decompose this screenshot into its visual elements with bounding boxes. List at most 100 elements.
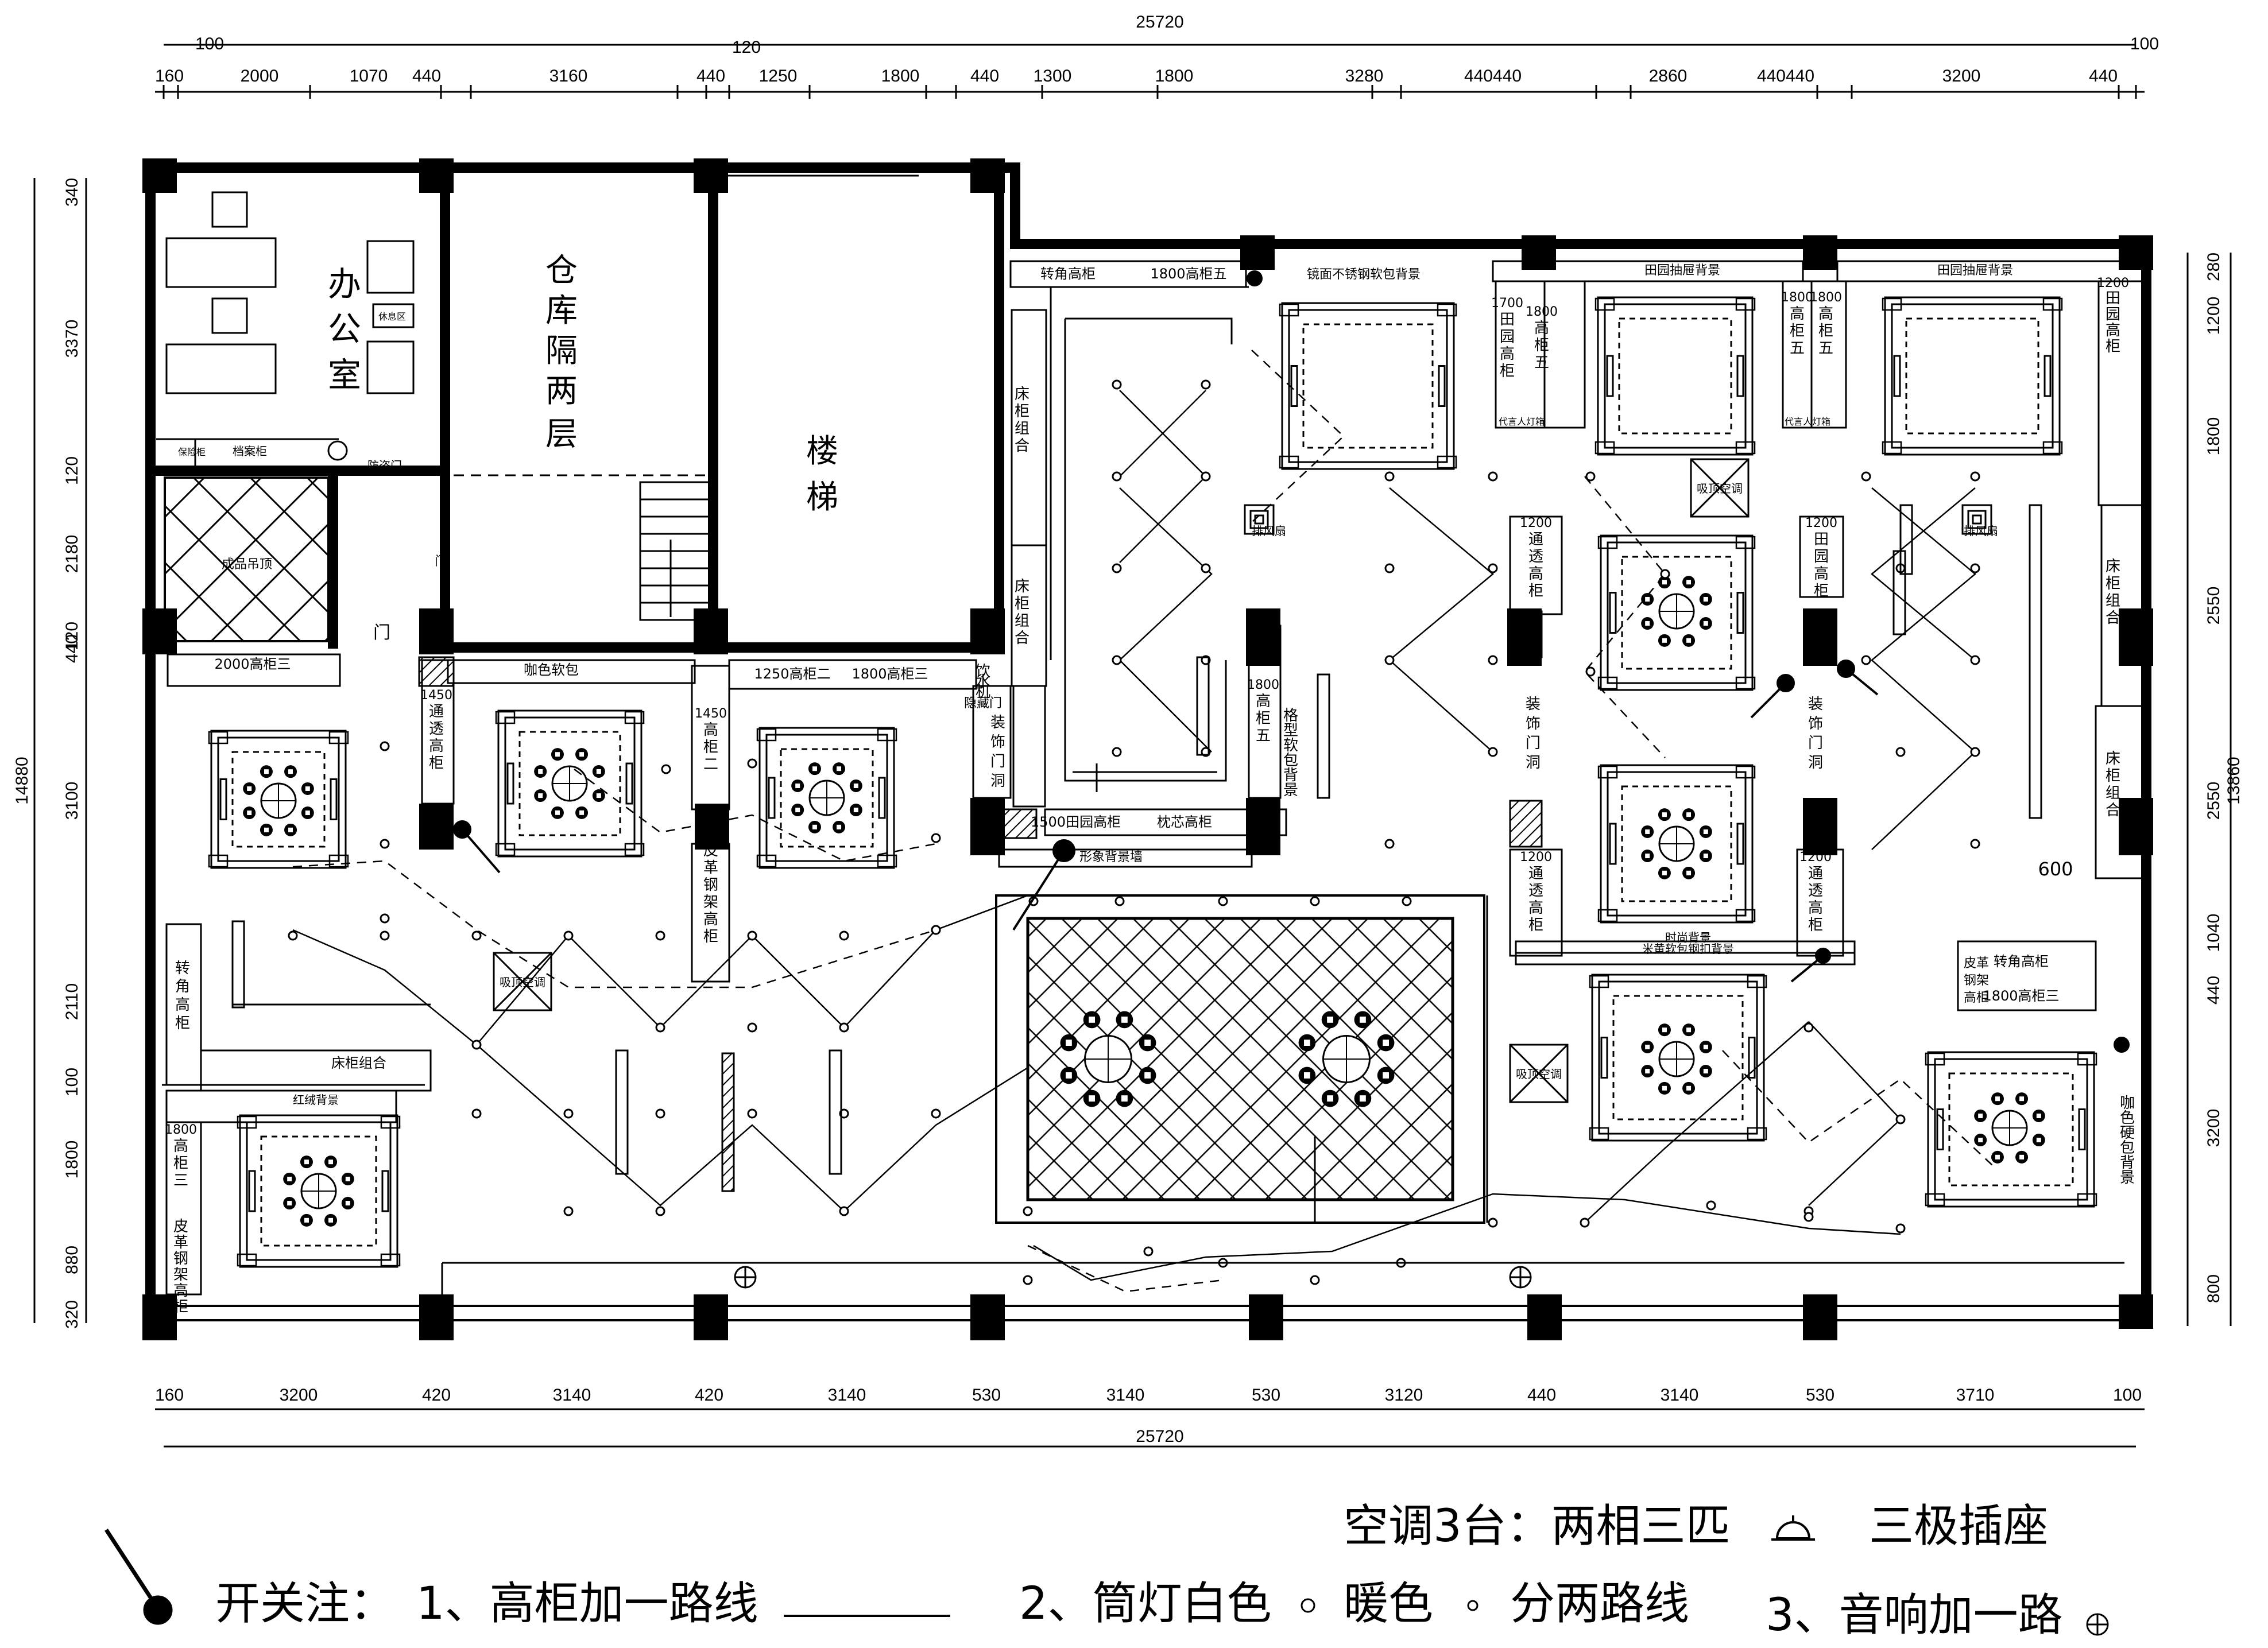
legend-warm: 暖色 bbox=[1344, 1578, 1433, 1630]
top-dim-seg-1: 2000 bbox=[241, 67, 279, 86]
light-fixture-7 bbox=[1974, 1092, 2045, 1164]
spotlight-59 bbox=[1023, 1275, 1033, 1285]
top-dim-seg-13: 2860 bbox=[1649, 67, 1688, 86]
top-dim-seg-16: 440 bbox=[2089, 67, 2118, 86]
light-fixture-3 bbox=[283, 1155, 354, 1227]
display-booth-4 bbox=[1279, 302, 1457, 470]
spotlight-70 bbox=[1803, 1212, 1814, 1222]
vstack-4-2: 柜 bbox=[1818, 323, 1833, 340]
vstack-11-4: 柜 bbox=[1808, 917, 1823, 934]
vstack-6-3: 合 bbox=[1015, 630, 1029, 647]
spotlight-42 bbox=[655, 1022, 665, 1033]
legend-note-2: 2、筒灯白色 bbox=[1019, 1578, 1272, 1630]
vstack-25-4: 背 bbox=[2120, 1154, 2135, 1172]
spotlight-31 bbox=[1895, 1114, 1906, 1124]
bottom-dim-seg-7: 3140 bbox=[1106, 1386, 1145, 1405]
vstack-16-2: 透 bbox=[429, 720, 444, 738]
bottom-dim-seg-6: 530 bbox=[972, 1386, 1001, 1405]
spotlight-69 bbox=[1488, 1217, 1498, 1228]
vstack-25-3: 包 bbox=[2120, 1139, 2135, 1157]
vstack-23-0: 转 bbox=[175, 960, 190, 977]
security-door-label: 防盗门 bbox=[367, 459, 402, 472]
stairs-label-1: 楼 bbox=[806, 433, 838, 470]
spotlight-15 bbox=[1488, 655, 1498, 665]
vstack-9-1: 通 bbox=[1528, 531, 1543, 548]
prog-light-label-2: 代言人灯箱 bbox=[1785, 416, 1830, 427]
vstack-15-0: 装 bbox=[990, 714, 1005, 731]
vstack-10-2: 透 bbox=[1528, 882, 1543, 899]
legend-socket-text: 三极插座 bbox=[1869, 1500, 2048, 1552]
spotlight-43 bbox=[747, 930, 757, 941]
vstack-2-2: 柜 bbox=[1790, 323, 1805, 340]
legend-note-title: 开关注： bbox=[215, 1578, 394, 1630]
red-velvet-label: 红绒背景 bbox=[293, 1093, 339, 1107]
file-cabinet-label: 档案柜 bbox=[233, 444, 267, 458]
warehouse-label-2: 库 bbox=[545, 292, 578, 329]
office-label-3: 室 bbox=[328, 355, 361, 394]
vstack-7-3: 合 bbox=[2106, 610, 2120, 627]
vstack-14-1: 饰 bbox=[1808, 715, 1823, 732]
pillow-tall-label: 枕芯高柜 bbox=[1157, 814, 1212, 830]
spotlight-72 bbox=[1706, 1200, 1716, 1211]
right-dim-seg-4: 2550 bbox=[2204, 782, 2223, 820]
finished-ceiling-panel bbox=[164, 476, 330, 642]
spotlight-44 bbox=[747, 1022, 757, 1033]
vstack-0-2: 园 bbox=[1500, 328, 1515, 346]
vstack-19-4: 高 bbox=[173, 1282, 188, 1300]
vstack-16-0: 1450 bbox=[420, 688, 452, 703]
top-total-dim: 25720 bbox=[1136, 13, 1183, 32]
legend-ac-text: 空调3台：两相三匹 bbox=[1344, 1500, 1731, 1552]
left-segment-dims: 3403370120218044012031002110100180088032… bbox=[63, 178, 82, 1329]
vstack-14-3: 洞 bbox=[1808, 754, 1823, 771]
left-dim-seg-1: 3370 bbox=[63, 320, 82, 358]
legend-white-dot bbox=[1301, 1598, 1315, 1613]
vstack-6-0: 床 bbox=[1015, 578, 1029, 595]
bottom-dim-seg-10: 440 bbox=[1527, 1386, 1556, 1405]
vstack-21-3: 包 bbox=[1283, 752, 1298, 769]
light-fixture-6 bbox=[1641, 1023, 1712, 1095]
legend-switch-icon bbox=[105, 1529, 173, 1625]
vstack-20-1: 高 bbox=[1256, 693, 1271, 710]
vstack-10-4: 柜 bbox=[1528, 917, 1543, 934]
vstack-0-3: 高 bbox=[1500, 346, 1515, 363]
exhaust-fan-label-2: 排风扇 bbox=[1964, 524, 1998, 538]
wiring-dashed bbox=[292, 350, 1993, 1293]
spotlight-4 bbox=[1112, 563, 1122, 573]
vstack-4-1: 高 bbox=[1818, 305, 1833, 323]
spotlight-76 bbox=[931, 925, 941, 935]
vstack-21-4: 背 bbox=[1283, 767, 1298, 784]
light-fixture-9 bbox=[1298, 1011, 1395, 1107]
warehouse-label-1: 仓 bbox=[545, 252, 578, 289]
door-label-vertical: 门 bbox=[435, 554, 447, 569]
bottom-dim-seg-12: 530 bbox=[1806, 1386, 1834, 1405]
prog-light-label: 代言人灯箱 bbox=[1499, 416, 1545, 427]
cabinet-label-1250: 1250高柜二 bbox=[754, 666, 830, 682]
spotlight-1 bbox=[1201, 379, 1211, 390]
bottom-dim-seg-2: 420 bbox=[422, 1386, 451, 1405]
vstack-13-0: 装 bbox=[1526, 696, 1541, 713]
dim-600-label: 600 bbox=[2038, 858, 2073, 880]
left-dim-seg-6: 3100 bbox=[63, 782, 82, 820]
cabinet-label-corner-tall: 转角高柜 bbox=[1040, 266, 1096, 282]
vstack-12-4: 柜 bbox=[1814, 583, 1829, 600]
vstack-5-2: 组 bbox=[1015, 420, 1029, 437]
left-dim-seg-3: 2180 bbox=[63, 535, 82, 573]
display-booth-5 bbox=[1594, 296, 1756, 456]
vstack-25-1: 色 bbox=[2120, 1110, 2135, 1127]
top-dim-seg-5: 440 bbox=[696, 67, 725, 86]
vstack-17-1: 高 bbox=[703, 722, 718, 739]
vstack-10-1: 通 bbox=[1528, 865, 1543, 882]
spotlight-63 bbox=[1310, 896, 1320, 906]
vstack-1-1: 高 bbox=[1534, 320, 1549, 337]
legend-audio-icon bbox=[2086, 1613, 2109, 1636]
top-sub-dim-c: 100 bbox=[2130, 34, 2159, 53]
vstack-2-1: 高 bbox=[1790, 305, 1805, 323]
left-dim-seg-9: 1800 bbox=[63, 1141, 82, 1179]
vstack-3-0: 1200 bbox=[2097, 276, 2129, 290]
office-furniture bbox=[156, 191, 415, 468]
vstack-19-1: 革 bbox=[173, 1234, 188, 1251]
spotlight-0 bbox=[1112, 379, 1122, 390]
vstack-13-1: 饰 bbox=[1526, 715, 1541, 732]
light-fixture-0 bbox=[243, 765, 314, 836]
